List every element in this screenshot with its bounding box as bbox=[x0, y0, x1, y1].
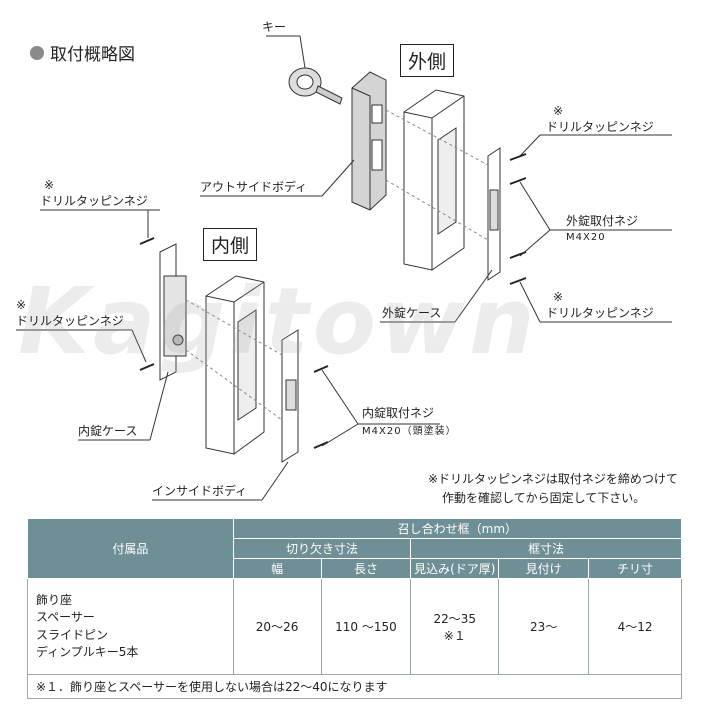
outer-case-label: 外錠ケース bbox=[382, 306, 442, 320]
table-footnote: ※１．飾り座とスペーサーを使用しない場合は22〜40になります bbox=[27, 674, 682, 699]
clearance-value: 4〜12 bbox=[588, 578, 682, 675]
inner-frame-tube-drawing bbox=[205, 275, 265, 455]
diagram-drawing bbox=[16, 35, 672, 501]
depth-note: ※１ bbox=[443, 628, 466, 643]
outer-screw-spec: M4X20 bbox=[566, 232, 606, 243]
drill-screw-mark-bottom-right: ※ bbox=[553, 290, 564, 304]
drill-screw-label-left-bottom: ドリルタッピンネジ bbox=[16, 314, 124, 328]
inside-side-label: 内側 bbox=[203, 228, 258, 261]
spec-table: 付属品 召し合わせ框（mm） 切り欠き寸法 框寸法 幅 長さ 見込み(ドア厚) … bbox=[27, 518, 683, 699]
key-drawing bbox=[288, 67, 343, 105]
drill-screw-label-bottom-right: ドリルタッピンネジ bbox=[546, 306, 654, 320]
note-line-1: ※ドリルタッピンネジは取付ネジを締めつけて bbox=[428, 472, 678, 486]
inner-screw-label: 内錠取付ネジ bbox=[362, 406, 435, 420]
outside-side-label: 外側 bbox=[400, 44, 455, 77]
list-item: ディンプルキー5本 bbox=[36, 644, 139, 659]
table-row: 飾り座 スペーサー スライドピン ディンプルキー5本 20〜26 110 〜15… bbox=[27, 578, 682, 675]
drill-screw-mark-left-top: ※ bbox=[44, 178, 55, 192]
drill-screw-mark-left-bottom: ※ bbox=[16, 298, 27, 312]
length-header: 長さ bbox=[320, 558, 412, 579]
inside-body-label: インサイドボディ bbox=[152, 484, 248, 498]
list-item: スライドピン bbox=[36, 627, 109, 642]
page-title: 取付概略図 bbox=[30, 40, 135, 65]
cutout-header: 切り欠き寸法 bbox=[232, 538, 412, 559]
list-item: 飾り座 bbox=[36, 592, 73, 607]
inside-body-drawing bbox=[281, 329, 299, 463]
drill-screw-mark-top-right: ※ bbox=[553, 104, 564, 118]
face-header: 見付け bbox=[498, 558, 590, 579]
installation-diagram: Kagitown 外側 内側 キー アウトサイドボディ ※ ドリルタッピンネジ … bbox=[16, 20, 672, 501]
list-item: スペーサー bbox=[36, 610, 95, 625]
accessories-header: 付属品 bbox=[27, 518, 234, 579]
outer-case-drawing bbox=[403, 89, 465, 271]
outside-body-label: アウトサイドボディ bbox=[200, 180, 308, 194]
length-value: 110 〜150 bbox=[320, 578, 412, 675]
depth-cell: 22〜35 ※１ bbox=[410, 578, 500, 675]
depth-header: 見込み(ドア厚) bbox=[410, 558, 500, 579]
inner-case-drawing bbox=[159, 243, 187, 381]
inner-case-label: 内錠ケース bbox=[78, 424, 138, 438]
installation-note: ※ドリルタッピンネジは取付ネジを締めつけて 作動を確認してから固定して下さい。 bbox=[428, 470, 678, 508]
outer-screw-label: 外錠取付ネジ bbox=[566, 214, 639, 228]
bullet-dot-icon bbox=[30, 45, 44, 60]
frame-header: 召し合わせ框（mm） bbox=[232, 518, 683, 539]
clearance-header: チリ寸 bbox=[588, 558, 682, 579]
face-value: 23〜 bbox=[498, 578, 590, 675]
drill-screw-label-left-top: ドリルタッピンネジ bbox=[40, 194, 148, 208]
outer-faceplate-drawing bbox=[487, 147, 501, 281]
outside-body-drawing bbox=[351, 71, 387, 211]
note-line-2: 作動を確認してから固定して下さい。 bbox=[442, 491, 646, 506]
inner-screw-spec: M4X20（頭塗装） bbox=[362, 426, 457, 437]
accessories-cell: 飾り座 スペーサー スライドピン ディンプルキー5本 bbox=[27, 578, 234, 675]
frame-dim-header: 框寸法 bbox=[410, 538, 682, 559]
depth-value: 22〜35 bbox=[433, 611, 477, 626]
key-label: キー bbox=[262, 20, 287, 34]
width-value: 20〜26 bbox=[232, 578, 322, 675]
width-header: 幅 bbox=[232, 558, 322, 579]
page-title-text: 取付概略図 bbox=[50, 45, 135, 65]
drill-screw-label-top-right: ドリルタッピンネジ bbox=[546, 120, 654, 134]
